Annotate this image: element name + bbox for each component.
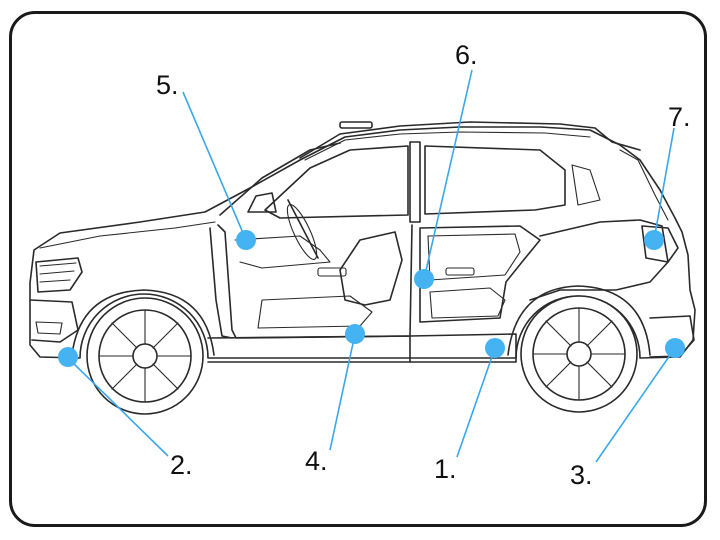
rear-wheel-arch xyxy=(507,285,651,356)
rear-hatch xyxy=(619,149,669,221)
marker-label-3: 3. xyxy=(570,460,593,490)
leader-line-2 xyxy=(67,357,169,457)
marker-dots xyxy=(58,230,685,367)
roof-rail xyxy=(299,121,641,159)
marker-dot-4[interactable] xyxy=(345,324,365,344)
rear-door-handle xyxy=(445,267,475,276)
leader-line-5 xyxy=(182,91,247,241)
marker-label-1: 1. xyxy=(434,454,457,484)
front-wheel-arch xyxy=(71,289,215,356)
marker-label-2: 2. xyxy=(170,450,193,480)
leader-line-6 xyxy=(423,69,473,280)
front-bumper xyxy=(29,299,79,343)
front-door-opening xyxy=(217,224,413,339)
marker-dot-7[interactable] xyxy=(644,230,664,250)
tail-light xyxy=(641,225,679,263)
front-door-open xyxy=(209,227,233,339)
leader-line-4 xyxy=(329,333,356,451)
hood-line xyxy=(39,221,216,249)
car-illustration xyxy=(29,121,696,415)
marker-label-6: 6. xyxy=(455,40,478,70)
marker-label-4: 4. xyxy=(305,446,328,476)
grille-lines xyxy=(39,262,77,283)
marker-dot-2[interactable] xyxy=(58,347,78,367)
roof-antenna xyxy=(339,121,373,129)
steering-rim xyxy=(286,204,318,260)
rear-window xyxy=(424,145,566,215)
front-seat xyxy=(339,231,403,306)
side-mirror xyxy=(247,192,277,213)
rear-door-opening xyxy=(419,225,541,323)
marker-dot-3[interactable] xyxy=(665,338,685,358)
marker-label-7: 7. xyxy=(668,102,691,132)
leader-lines xyxy=(67,69,676,463)
marker-labels: 1. 2. 3. 4. 5. 6. 7. xyxy=(156,40,691,490)
quarter-window xyxy=(571,164,601,206)
marker-dot-1[interactable] xyxy=(485,338,505,358)
windshield xyxy=(219,142,341,216)
rear-wheel xyxy=(520,295,638,413)
marker-dot-5[interactable] xyxy=(236,230,256,250)
b-pillar xyxy=(409,141,421,223)
car-body-outline xyxy=(29,126,696,359)
rear-sill xyxy=(409,333,517,363)
rear-seat xyxy=(429,287,506,319)
front-fog xyxy=(35,321,63,335)
leader-line-3 xyxy=(595,347,676,463)
leader-line-7 xyxy=(653,127,675,241)
headlight xyxy=(35,257,83,293)
leader-line-1 xyxy=(456,347,496,458)
front-wheel xyxy=(86,297,204,415)
sill-panel xyxy=(207,335,411,363)
dashboard xyxy=(234,235,331,269)
front-window xyxy=(264,145,409,219)
marker-label-5: 5. xyxy=(156,70,179,100)
marker-dot-6[interactable] xyxy=(414,269,434,289)
front-door-handle xyxy=(317,267,347,277)
front-seat-cushion xyxy=(257,295,373,329)
steering-wheel xyxy=(287,199,319,259)
diagram-frame xyxy=(9,11,707,527)
